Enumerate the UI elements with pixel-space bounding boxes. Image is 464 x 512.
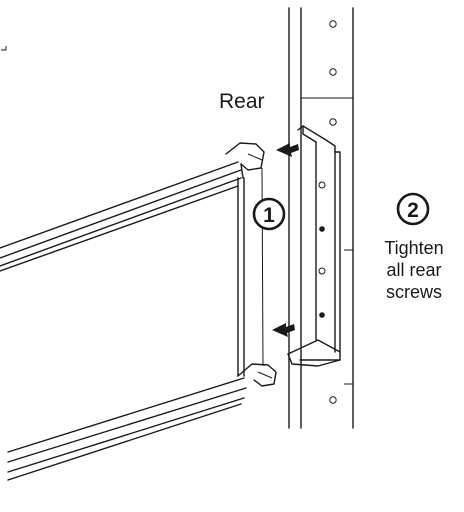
- insertion-arrows: [272, 143, 299, 337]
- step-1-badge: 1: [252, 197, 286, 231]
- step-1-number: 1: [263, 204, 275, 227]
- instruction-line-3: screws: [386, 282, 442, 302]
- instruction-line-2: all rear: [386, 260, 441, 280]
- bracket-holes: [318, 181, 326, 318]
- rear-bracket: [287, 125, 341, 367]
- step-2-badge: 2: [396, 192, 430, 226]
- rear-label: Rear: [219, 90, 265, 113]
- equipment-rail: [0, 142, 277, 481]
- instruction-line-1: Tighten: [384, 238, 443, 258]
- step-2-number: 2: [407, 199, 419, 222]
- corner-mark: [1, 46, 7, 51]
- arrow-bottom-icon: [272, 323, 295, 337]
- arrow-top-icon: [276, 143, 299, 157]
- rack-post-holes: [329, 20, 337, 404]
- instruction-text: Tighten all rear screws: [384, 238, 443, 302]
